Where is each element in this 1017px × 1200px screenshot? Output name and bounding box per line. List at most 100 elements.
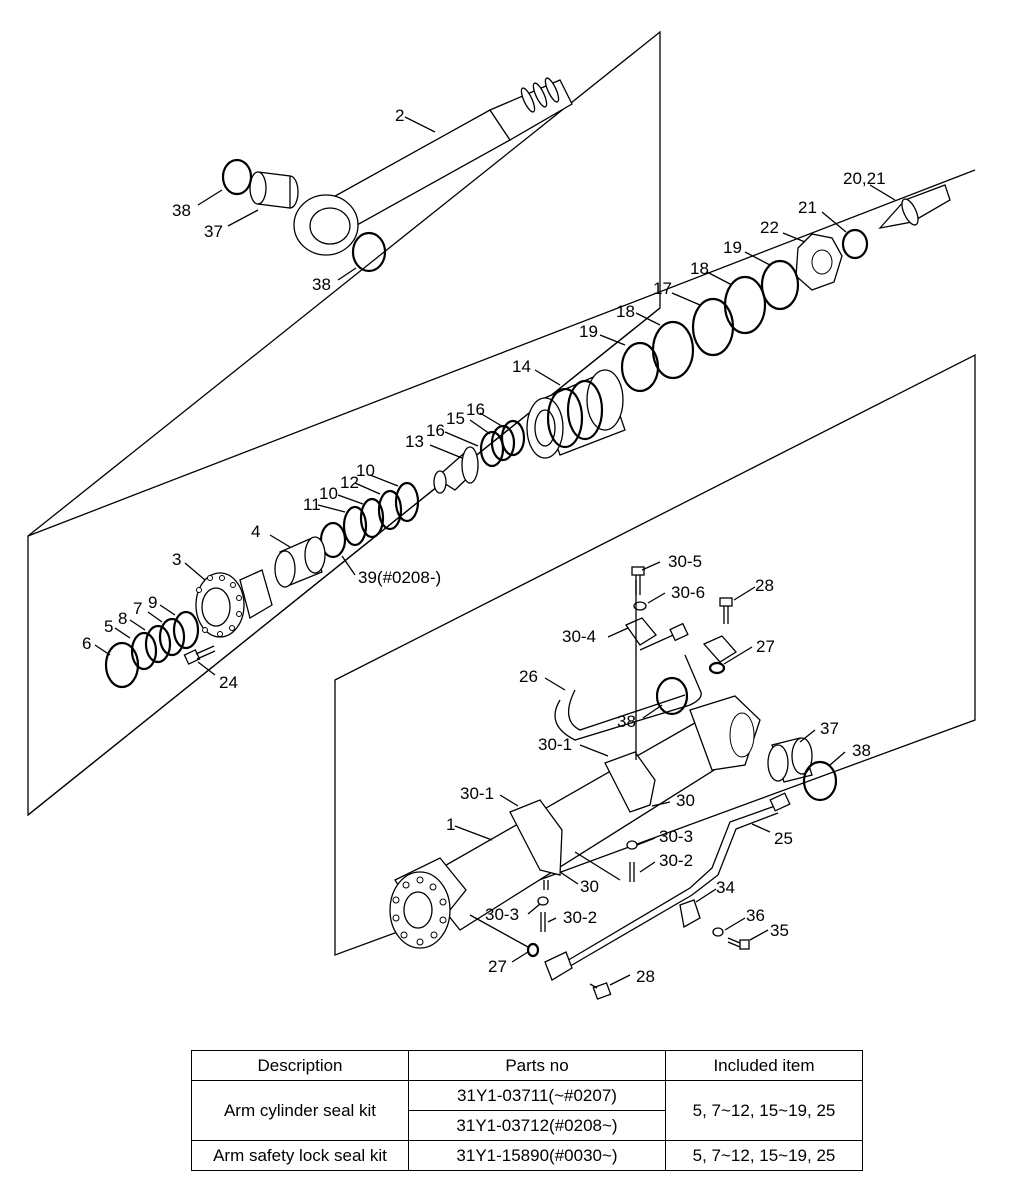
ring-16-left — [479, 430, 505, 468]
table-row: Arm safety lock seal kit 31Y1-15890(#003… — [191, 1140, 863, 1171]
header-parts-no: Parts no — [408, 1050, 666, 1081]
bolt-30-5 — [631, 566, 645, 595]
ring-10-right — [394, 481, 420, 523]
piston-rod — [293, 77, 573, 256]
bushing-37-top — [249, 171, 299, 209]
clamp-34 — [679, 899, 701, 929]
callout-labels: 2 38 37 38 20,21 21 22 19 18 17 18 19 14… — [82, 106, 886, 986]
callout-28-a: 28 — [755, 576, 774, 595]
row-description: Arm safety lock seal kit — [191, 1140, 409, 1171]
ring-11 — [342, 505, 368, 547]
callout-13: 13 — [405, 432, 424, 451]
ring-38-lower — [351, 231, 387, 273]
callout-38-c: 38 — [617, 712, 636, 731]
callout-30-3-b: 30-3 — [485, 905, 519, 924]
ring-21 — [841, 228, 869, 260]
callout-36: 36 — [746, 906, 765, 925]
valve-block-top — [702, 635, 737, 663]
table-row: Arm cylinder seal kit 31Y1-03711(~#0207)… — [191, 1080, 863, 1141]
row-included-item: 5, 7~12, 15~19, 25 — [665, 1080, 863, 1141]
table-header-row: Description Parts no Included item — [191, 1050, 863, 1081]
ring-18-right — [723, 275, 767, 335]
block-30-4 — [625, 617, 657, 646]
callout-26: 26 — [519, 667, 538, 686]
callout-37-a: 37 — [204, 222, 223, 241]
clamp-bolts — [537, 840, 638, 932]
callout-30-4: 30-4 — [562, 627, 596, 646]
callout-5: 5 — [104, 617, 113, 636]
ring-6 — [104, 641, 140, 689]
callout-25: 25 — [774, 829, 793, 848]
ring-5 — [130, 631, 158, 671]
row-included-item: 5, 7~12, 15~19, 25 — [665, 1140, 863, 1171]
callout-30-1-a: 30-1 — [538, 735, 572, 754]
bolt-35 — [727, 937, 750, 950]
callout-10-a: 10 — [356, 461, 375, 480]
bolt-24 — [183, 645, 216, 665]
seal-kit-table: Description Parts no Included item Arm c… — [191, 1050, 863, 1171]
callout-27-b: 27 — [488, 957, 507, 976]
callout-3: 3 — [172, 550, 181, 569]
bushing-4 — [274, 536, 326, 588]
row-parts-no: 31Y1-03711(~#0207) — [408, 1080, 666, 1111]
row-parts-no: 31Y1-15890(#0030~) — [408, 1140, 666, 1171]
header-description: Description — [191, 1050, 409, 1081]
callout-2: 2 — [395, 106, 404, 125]
callout-34: 34 — [716, 878, 735, 897]
exploded-parts-diagram: 2 38 37 38 20,21 21 22 19 18 17 18 19 14… — [27, 30, 976, 1000]
callout-30-6: 30-6 — [671, 583, 705, 602]
ring-19-right — [760, 259, 800, 311]
ring-9 — [172, 610, 200, 650]
callout-30-b: 30 — [580, 877, 599, 896]
callout-38-d: 38 — [852, 741, 871, 760]
ring-38-mid — [655, 676, 689, 716]
callout-6: 6 — [82, 634, 91, 653]
nut-22 — [795, 233, 843, 291]
callout-15: 15 — [446, 409, 465, 428]
block-lower — [544, 951, 573, 981]
callout-16-a: 16 — [466, 400, 485, 419]
cushion-13 — [433, 446, 479, 494]
callout-18-a: 18 — [690, 259, 709, 278]
header-included-item: Included item — [665, 1050, 863, 1081]
ring-38-right — [802, 760, 838, 802]
row-description: Arm cylinder seal kit — [191, 1080, 409, 1141]
washer-36 — [712, 927, 724, 937]
clamp-30-right — [604, 751, 656, 813]
callout-30-a: 30 — [676, 791, 695, 810]
callout-14: 14 — [512, 357, 531, 376]
callout-8: 8 — [118, 609, 127, 628]
frame-lines — [27, 30, 976, 956]
callout-39: 39(#0208-) — [358, 568, 441, 587]
callout-11: 11 — [303, 495, 321, 514]
ring-38-top — [221, 158, 253, 196]
clamp-30-left — [509, 799, 563, 876]
callout-27-a: 27 — [756, 637, 775, 656]
piston-14 — [526, 369, 626, 459]
callout-20-21: 20,21 — [843, 169, 886, 188]
rod-end-tip — [878, 184, 951, 229]
callout-19-a: 19 — [723, 238, 742, 257]
ring-19-left — [620, 341, 660, 393]
bushing-37-bottom — [767, 737, 813, 783]
ring-15 — [490, 424, 516, 462]
row-parts-no: 31Y1-03712(#0208~) — [408, 1110, 666, 1141]
callout-19-b: 19 — [579, 322, 598, 341]
pipe-25 — [559, 792, 791, 973]
callout-1: 1 — [446, 815, 455, 834]
cylinder-tube — [389, 695, 761, 949]
callout-37-b: 37 — [820, 719, 839, 738]
rod-cover-3 — [195, 569, 273, 638]
ring-12 — [377, 489, 403, 531]
callout-22: 22 — [760, 218, 779, 237]
callout-4: 4 — [251, 522, 260, 541]
callout-18-b: 18 — [616, 302, 635, 321]
callout-16-b: 16 — [426, 421, 445, 440]
ring-7 — [158, 617, 186, 657]
callout-30-2-b: 30-2 — [563, 908, 597, 927]
callout-30-5: 30-5 — [668, 552, 702, 571]
ring-16-right — [500, 419, 526, 457]
callout-35: 35 — [770, 921, 789, 940]
ring-27-bottom — [526, 942, 540, 958]
callout-21: 21 — [798, 198, 817, 217]
